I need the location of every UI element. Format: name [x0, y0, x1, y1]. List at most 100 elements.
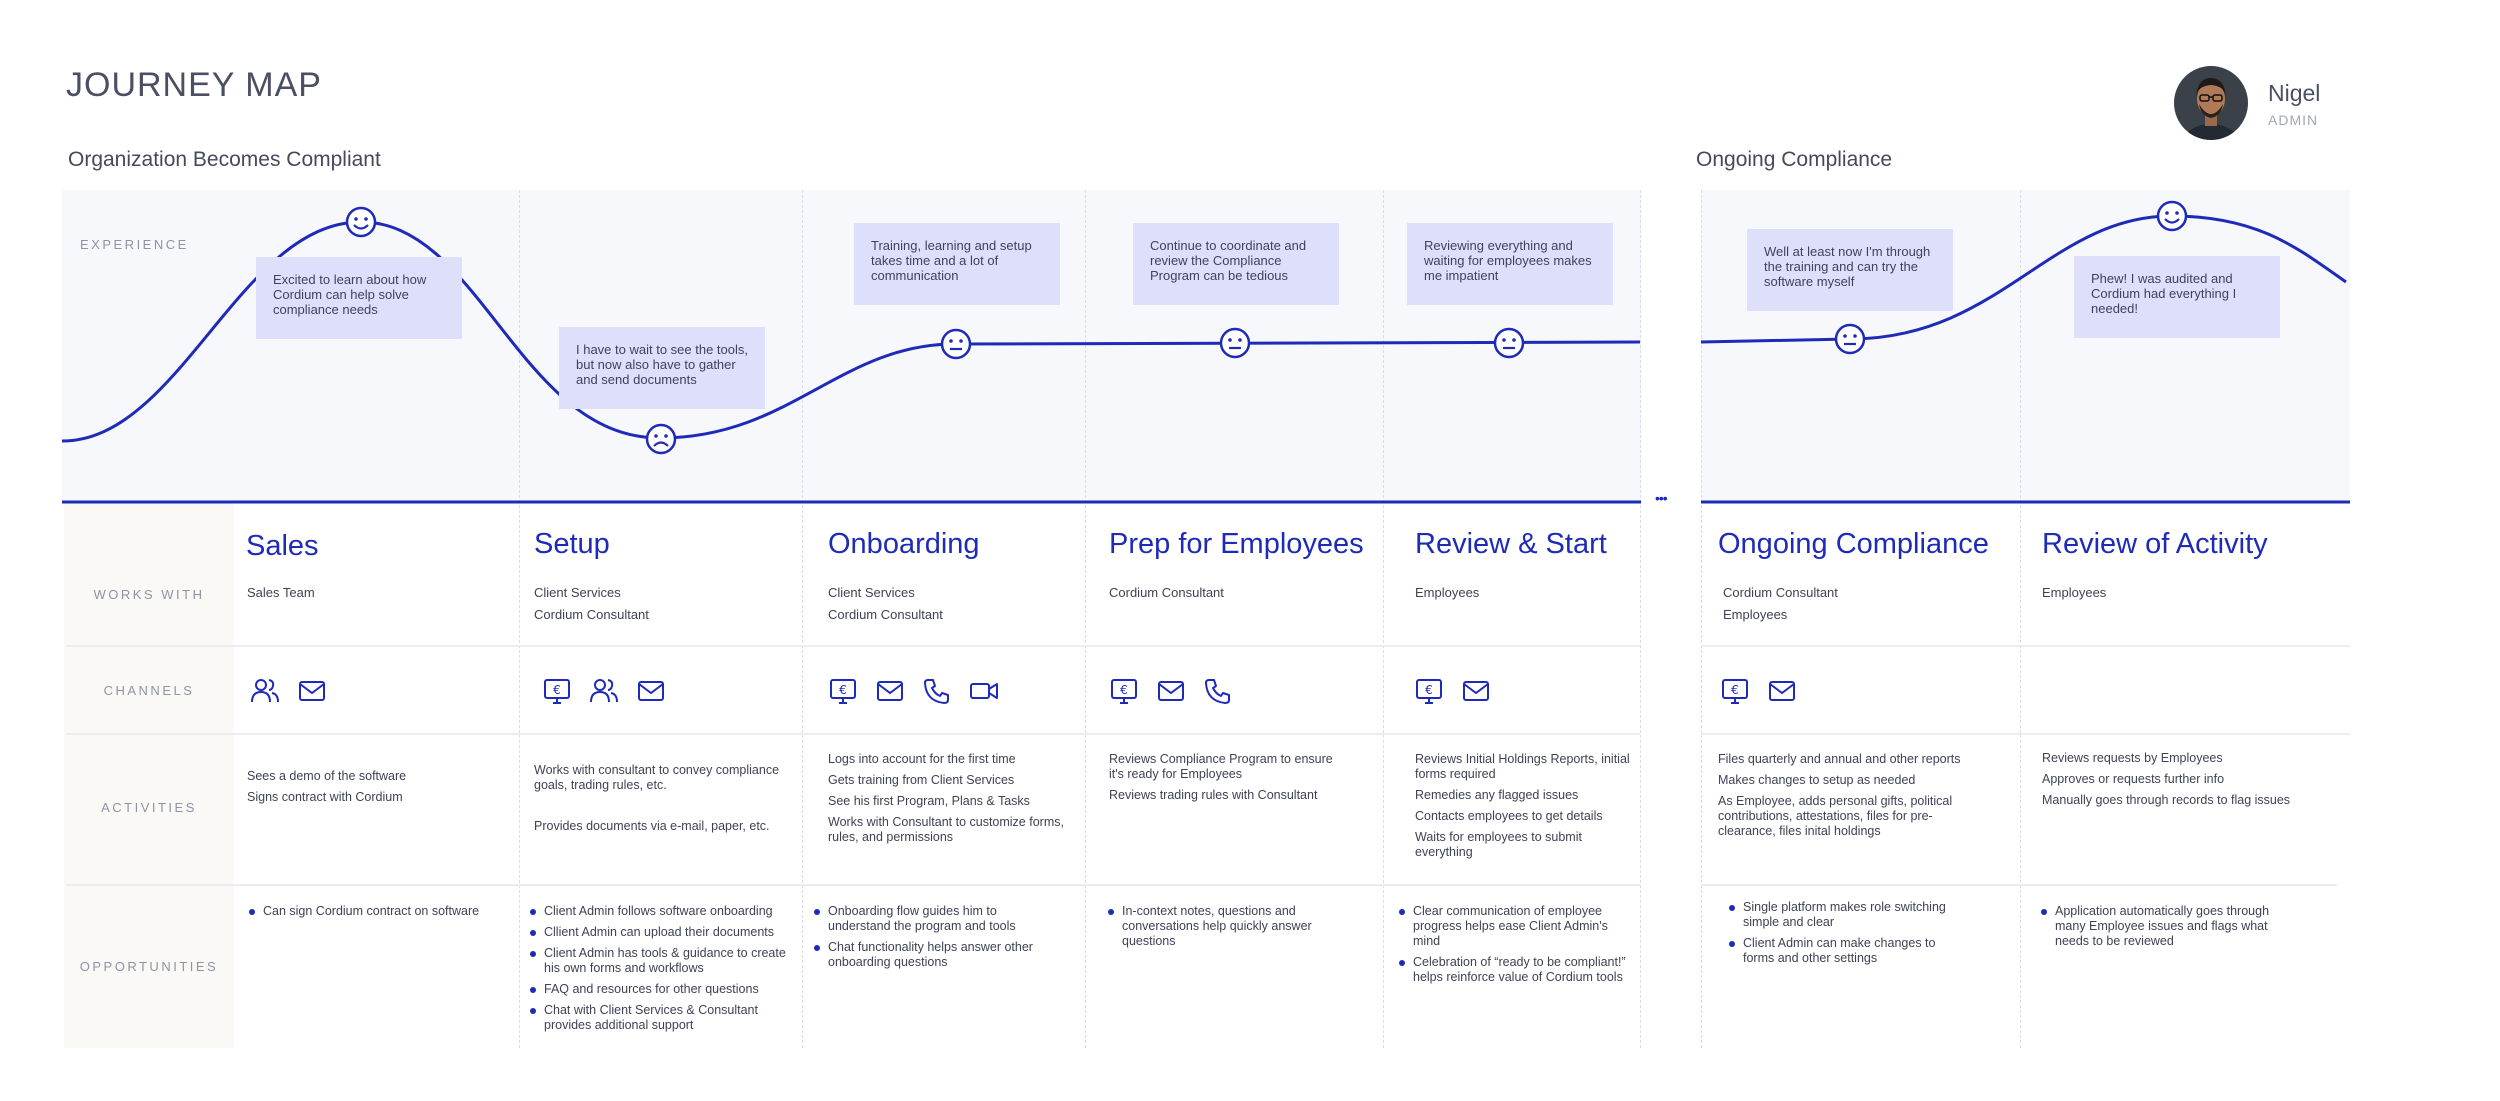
stage-title-onboarding: Onboarding — [828, 528, 980, 560]
happy-face-icon — [2156, 200, 2188, 232]
channels-prep: € — [1109, 676, 1233, 706]
opportunity-item: Client Admin follows software onboarding — [528, 904, 798, 919]
activity-item: Works with consultant to convey complian… — [534, 763, 780, 792]
mail-icon — [638, 681, 664, 701]
stage-divider — [519, 190, 520, 1048]
works-with-item: Cordium Consultant — [534, 607, 649, 622]
channels-review-start: € — [1414, 676, 1491, 706]
mail-icon — [299, 681, 325, 701]
opportunities-list: Application automatically goes through m… — [2039, 904, 2299, 955]
phone-icon — [1205, 679, 1230, 704]
opportunities-list: In-context notes, questions and conversa… — [1106, 904, 1341, 955]
activity-item: Works with Consultant to customize forms… — [828, 815, 1064, 844]
stage-title-setup: Setup — [534, 528, 610, 560]
activity-item: Provides documents via e-mail, paper, et… — [534, 819, 770, 833]
section-label-left: Organization Becomes Compliant — [68, 148, 381, 171]
row-label-works-with: WORKS WITH — [93, 587, 205, 602]
section-label-right: Ongoing Compliance — [1696, 148, 1893, 171]
stage-title-review-start: Review & Start — [1415, 528, 1607, 560]
svg-text:€: € — [1731, 683, 1739, 697]
works-with-list: Cordium Consultant Employees — [1723, 582, 1838, 626]
activity-item: Makes changes to setup as needed — [1718, 773, 1916, 787]
neutral-face-icon — [1219, 327, 1251, 359]
happy-face-icon — [345, 206, 377, 238]
mail-icon — [1158, 681, 1184, 701]
row-separator — [66, 884, 1640, 886]
experience-bubble: Continue to coordinate and review the Co… — [1133, 223, 1339, 305]
screen-app-icon: € — [830, 679, 856, 704]
screen-app-icon: € — [1416, 679, 1442, 704]
opportunity-item: Clear communication of employee progress… — [1397, 904, 1632, 949]
works-with-item: Cordium Consultant — [828, 607, 943, 622]
works-with-item: Client Services — [828, 585, 915, 600]
activity-item: Reviews requests by Employees — [2042, 751, 2223, 765]
svg-text:€: € — [839, 683, 847, 697]
experience-bubble: Well at least now I'm through the traini… — [1747, 229, 1953, 311]
row-separator — [1701, 645, 2350, 647]
row-label-activities: ACTIVITIES — [101, 800, 197, 815]
screen-app-icon: € — [1722, 679, 1748, 704]
channels-sales — [250, 676, 327, 706]
channels-ongoing: € — [1720, 676, 1797, 706]
stage-title-sales: Sales — [246, 530, 319, 562]
activities-list: Logs into account for the first time Get… — [828, 752, 1068, 851]
opportunity-item: Single platform makes role switching sim… — [1727, 900, 1967, 930]
activity-item: Manually goes through records to flag is… — [2042, 793, 2291, 807]
works-with-list: Client Services Cordium Consultant — [534, 582, 649, 626]
experience-band-left — [62, 190, 1641, 502]
opportunity-item: Client Admin has tools & guidance to cre… — [528, 946, 798, 976]
opportunity-item: FAQ and resources for other questions — [528, 982, 798, 997]
row-label-experience: EXPERIENCE — [80, 237, 189, 252]
row-label-opportunities: OPPORTUNITIES — [79, 959, 219, 974]
stage-divider — [1085, 190, 1086, 1048]
activity-item: Reviews Initial Holdings Reports, initia… — [1415, 752, 1630, 781]
stage-title-prep: Prep for Employees — [1109, 528, 1364, 560]
row-separator — [66, 733, 1640, 735]
opportunity-item: Celebration of “ready to be compliant!” … — [1397, 955, 1632, 985]
stage-divider — [1383, 190, 1384, 1048]
experience-bubble: Reviewing everything and waiting for emp… — [1407, 223, 1613, 305]
activities-list: Reviews requests by Employees Approves o… — [2042, 751, 2342, 814]
experience-bubble: Excited to learn about how Cordium can h… — [256, 257, 462, 339]
opportunity-item: Client Admin can make changes to forms a… — [1727, 936, 1967, 966]
works-with-item: Cordium Consultant — [1723, 585, 1838, 600]
activity-item: Signs contract with Cordium — [247, 790, 403, 804]
stage-divider — [1640, 190, 1641, 1048]
experience-curve-left — [61, 220, 1641, 443]
works-with-list: Cordium Consultant — [1109, 582, 1224, 604]
activities-list: Reviews Compliance Program to ensure it'… — [1109, 752, 1339, 809]
opportunities-list: Onboarding flow guides him to understand… — [812, 904, 1062, 976]
activities-list: Sees a demo of the software Signs contra… — [247, 769, 507, 811]
opportunity-item: Chat with Client Services & Consultant p… — [528, 1003, 798, 1033]
activity-item: Files quarterly and annual and other rep… — [1718, 752, 1961, 766]
opportunity-item: Can sign Cordium contract on software — [247, 904, 512, 919]
stage-title-ongoing: Ongoing Compliance — [1718, 528, 1989, 560]
row-label-column — [64, 503, 234, 1048]
experience-bubble: Phew! I was audited and Cordium had ever… — [2074, 256, 2280, 338]
mail-icon — [1463, 681, 1489, 701]
row-label-channels: CHANNELS — [103, 683, 195, 698]
stage-title-review-activity: Review of Activity — [2042, 528, 2268, 560]
phone-icon — [924, 679, 949, 704]
sad-face-icon — [645, 423, 677, 455]
avatar[interactable] — [2174, 66, 2248, 140]
stage-divider — [1701, 190, 1702, 1048]
opportunity-item: Onboarding flow guides him to understand… — [812, 904, 1062, 934]
user-role: ADMIN — [2268, 112, 2319, 128]
svg-text:€: € — [1425, 683, 1433, 697]
activity-item: Reviews Compliance Program to ensure it'… — [1109, 752, 1333, 781]
svg-text:€: € — [553, 683, 561, 697]
mail-icon — [877, 681, 903, 701]
channels-onboarding: € — [828, 676, 999, 706]
opportunities-list: Single platform makes role switching sim… — [1727, 900, 1967, 972]
activities-list: Works with consultant to convey complian… — [534, 763, 794, 840]
works-with-item: Sales Team — [247, 585, 315, 600]
experience-bubble: Training, learning and setup takes time … — [854, 223, 1060, 305]
activity-item: Remedies any flagged issues — [1415, 788, 1579, 802]
works-with-item: Employees — [1415, 585, 1480, 600]
activity-item: Contacts employees to get details — [1415, 809, 1603, 823]
works-with-item: Employees — [2042, 585, 2107, 600]
stage-divider — [2020, 190, 2021, 1048]
activity-item: Sees a demo of the software — [247, 769, 407, 783]
